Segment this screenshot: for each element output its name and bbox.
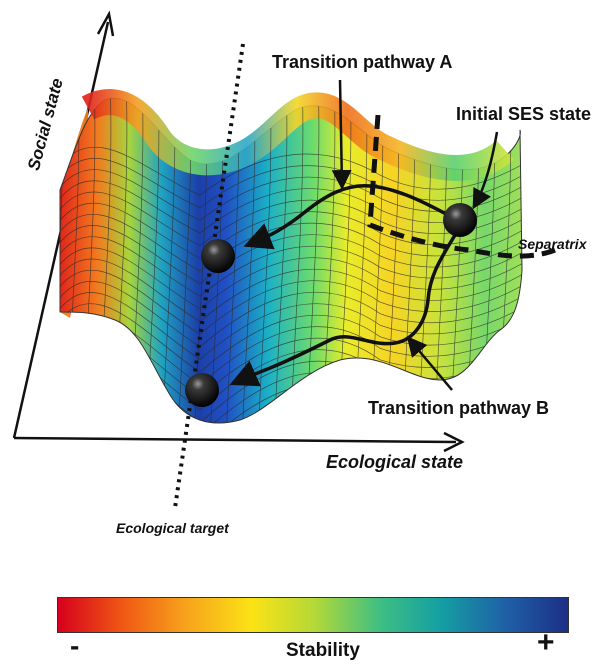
x-axis-label: Ecological state — [326, 452, 464, 472]
transition-pathway-a — [243, 184, 449, 250]
stability-colorbar — [57, 597, 569, 633]
leader-arrow-b — [406, 336, 453, 391]
legend-max-symbol: + — [537, 626, 555, 659]
leader-arrow-a — [331, 79, 352, 190]
surface — [59, 89, 523, 424]
ball-target-b — [185, 373, 219, 407]
transition-pathway-b — [229, 234, 457, 387]
mesh-row-line — [60, 191, 522, 247]
mesh-row-line — [60, 381, 522, 423]
mesh-row-line — [60, 236, 522, 297]
label-transition-pathway-b: Transition pathway B — [368, 398, 550, 418]
mesh-row-line — [60, 303, 522, 373]
mesh-row-line — [60, 146, 522, 196]
label-separatrix: Separatrix — [518, 236, 587, 252]
mesh-row-line — [60, 247, 522, 310]
separatrix-line — [367, 114, 556, 259]
label-ecological-target: Ecological target — [116, 520, 229, 536]
ball-initial-state — [443, 203, 477, 237]
y-axis-arrowhead — [96, 10, 115, 37]
mesh-row-line — [60, 258, 522, 322]
ball-target-a — [201, 239, 235, 273]
legend-min-symbol: - — [70, 630, 80, 661]
mesh-row-line — [60, 269, 522, 335]
mesh-column-line — [273, 98, 288, 423]
x-axis — [13, 436, 457, 444]
label-initial-ses-state: Initial SES state — [456, 104, 592, 124]
x-axis-arrowhead — [443, 431, 465, 453]
surface-back-ridge — [81, 89, 514, 182]
mesh-column-line — [289, 98, 304, 423]
label-transition-pathway-a: Transition pathway A — [272, 52, 453, 72]
mesh-row-line — [60, 169, 522, 221]
ecological-target-line — [173, 43, 245, 509]
mesh-row-line — [60, 292, 522, 360]
leader-arrow-initial — [472, 131, 499, 210]
mesh-row-line — [60, 158, 522, 209]
mesh-row-line — [60, 281, 522, 348]
legend-title: Stability — [286, 640, 360, 661]
